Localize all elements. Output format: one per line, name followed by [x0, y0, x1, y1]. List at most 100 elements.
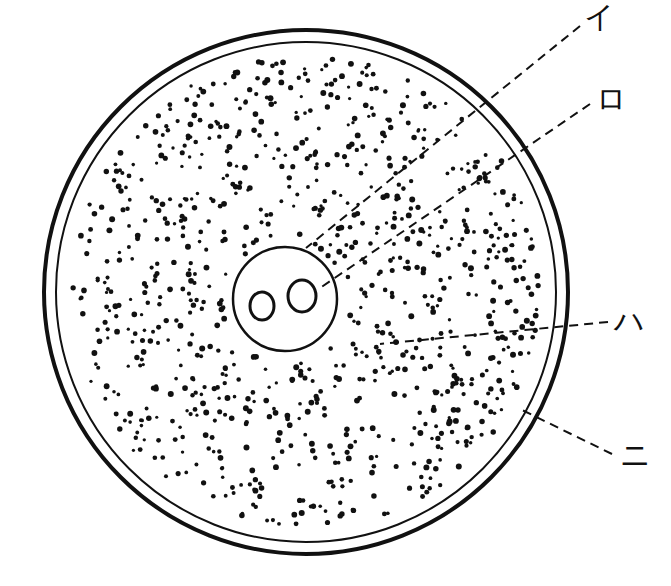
granule-dot: [500, 387, 505, 392]
granule-dot: [344, 427, 350, 433]
granule-dot: [405, 265, 411, 271]
granule-dot: [460, 237, 464, 241]
granule-dot: [167, 102, 172, 107]
granule-dot: [211, 198, 216, 203]
granule-dot: [306, 185, 310, 189]
part-label: ロ: [596, 84, 627, 114]
granule-dot: [194, 298, 198, 302]
granule-dot: [435, 390, 439, 394]
granule-dot: [225, 174, 229, 178]
granule-dot: [163, 156, 168, 161]
granule-dot: [419, 475, 424, 480]
granule-dot: [150, 195, 154, 199]
granule-dot: [436, 444, 441, 449]
granule-dot: [428, 102, 432, 106]
granule-dot: [112, 390, 116, 394]
granule-dot: [322, 413, 327, 418]
granule-dot: [526, 285, 531, 290]
granule-dot: [142, 363, 145, 366]
granule-dot: [224, 494, 228, 498]
granule-dot: [239, 513, 245, 519]
leader-line: [306, 26, 580, 248]
granule-dot: [290, 164, 295, 169]
granule-dot: [505, 257, 510, 262]
granule-dot: [466, 169, 471, 174]
granule-dot: [328, 346, 332, 350]
part-label: ニ: [620, 440, 651, 470]
granule-dot: [364, 66, 368, 70]
granule-dot: [88, 227, 93, 232]
granule-dot: [274, 132, 279, 137]
granule-dot: [422, 147, 425, 150]
granule-dot: [224, 373, 227, 376]
granule-dot: [178, 323, 184, 329]
granule-dot: [479, 419, 484, 424]
granule-dot: [497, 250, 500, 253]
granule-dot: [428, 234, 431, 237]
granule-dot: [238, 181, 243, 186]
granule-dot: [251, 390, 256, 395]
granule-dot: [287, 185, 291, 189]
granule-dot: [153, 129, 159, 135]
granule-dot: [391, 391, 397, 397]
granule-dot: [435, 436, 440, 441]
granule-dot: [454, 381, 459, 386]
granule-dot: [182, 385, 188, 391]
granule-dot: [140, 338, 145, 343]
granule-dot: [400, 102, 406, 108]
granule-dot: [383, 89, 388, 94]
granule-dot: [221, 372, 225, 376]
granule-dot: [142, 290, 147, 295]
granule-dot: [105, 259, 110, 264]
granule-dot: [308, 108, 313, 113]
granule-dot: [190, 376, 195, 381]
granule-dot: [277, 522, 281, 526]
granule-dot: [209, 102, 214, 107]
granule-dot: [392, 242, 396, 246]
granule-dot: [87, 202, 91, 206]
granule-dot: [219, 298, 223, 302]
granule-dot: [512, 232, 517, 237]
granule-dot: [174, 318, 178, 322]
granule-dot: [218, 125, 223, 130]
granule-dot: [200, 153, 203, 156]
granule-dot: [255, 76, 260, 81]
granule-dot: [243, 251, 248, 256]
granule-dot: [106, 336, 109, 339]
granule-dot: [217, 409, 222, 414]
granule-dot: [143, 329, 147, 333]
granule-dot: [181, 234, 186, 239]
granule-dot: [370, 185, 374, 189]
granule-dot: [352, 320, 355, 323]
granule-dot: [374, 86, 379, 91]
granule-dot: [324, 509, 328, 513]
granule-dot: [325, 253, 330, 258]
granule-dot: [245, 396, 250, 401]
granule-dot: [240, 512, 244, 516]
granule-dot: [393, 211, 397, 215]
granule-dot: [280, 59, 286, 65]
granule-dot: [243, 100, 248, 105]
granule-dot: [198, 230, 203, 235]
granule-dot: [340, 484, 344, 488]
granule-dot: [151, 330, 155, 334]
granule-dot: [223, 82, 227, 86]
granule-dot: [96, 366, 100, 370]
granule-dot: [446, 171, 450, 175]
granule-dot: [237, 185, 242, 190]
granule-dot: [438, 210, 442, 214]
granule-dot: [360, 351, 364, 355]
granule-dot: [145, 406, 149, 410]
granule-dot: [247, 87, 252, 92]
granule-dot: [465, 350, 471, 356]
granule-dot: [365, 354, 369, 358]
granule-dot: [317, 127, 321, 131]
granule-dot: [315, 162, 319, 166]
granule-dot: [253, 488, 259, 494]
granule-dot: [365, 73, 369, 77]
granule-dot: [333, 78, 338, 83]
granule-dot: [311, 504, 316, 509]
granule-dot: [131, 163, 135, 167]
granule-dot: [423, 464, 429, 470]
granule-dot: [464, 444, 468, 448]
